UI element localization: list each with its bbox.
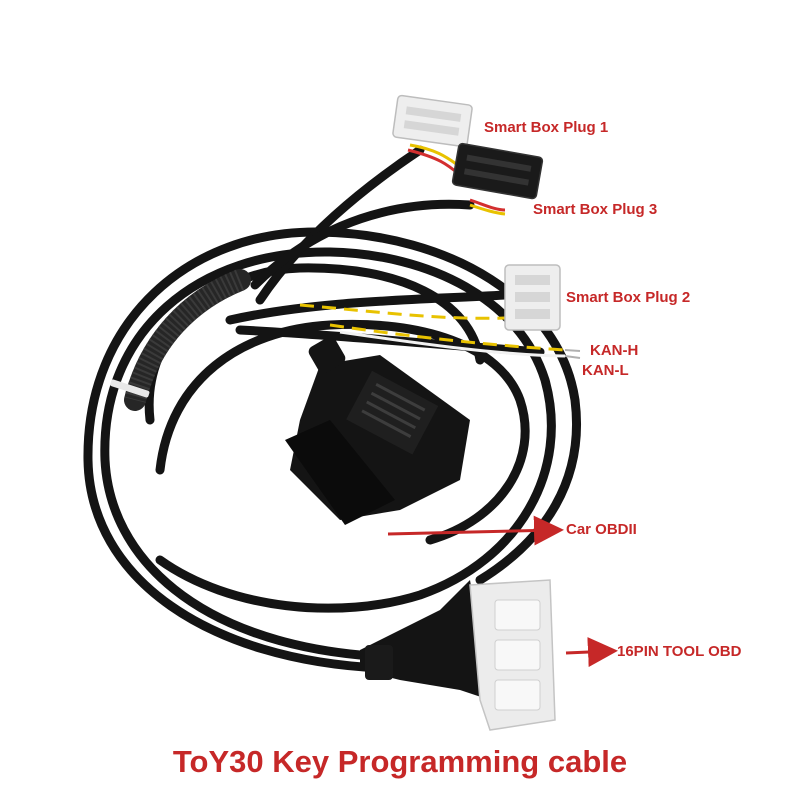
kan-wire-ends — [564, 349, 581, 359]
label-tool-obd: 16PIN TOOL OBD — [617, 643, 742, 660]
label-smart-box-plug-1: Smart Box Plug 1 — [484, 119, 609, 136]
label-car-obd: Car OBDII — [566, 521, 637, 538]
product-caption: ToY30 Key Programming cable — [172, 744, 628, 779]
label-smart-box-plug-2: Smart Box Plug 2 — [566, 289, 691, 306]
car-obd-connector — [285, 336, 470, 525]
cable-tie — [110, 379, 150, 398]
smart-box-plug-2 — [504, 264, 561, 331]
label-kan-l: KAN-L — [582, 362, 629, 379]
label-kan-h: KAN-H — [590, 342, 639, 359]
tool-obd-connector — [360, 579, 556, 731]
label-smart-box-plug-3: Smart Box Plug 3 — [533, 201, 658, 218]
smart-box-plug-1 — [392, 94, 473, 148]
car-obd-arrow — [387, 515, 564, 546]
smart-box-plug-3 — [451, 142, 544, 200]
tool-obd-arrow — [565, 637, 618, 668]
